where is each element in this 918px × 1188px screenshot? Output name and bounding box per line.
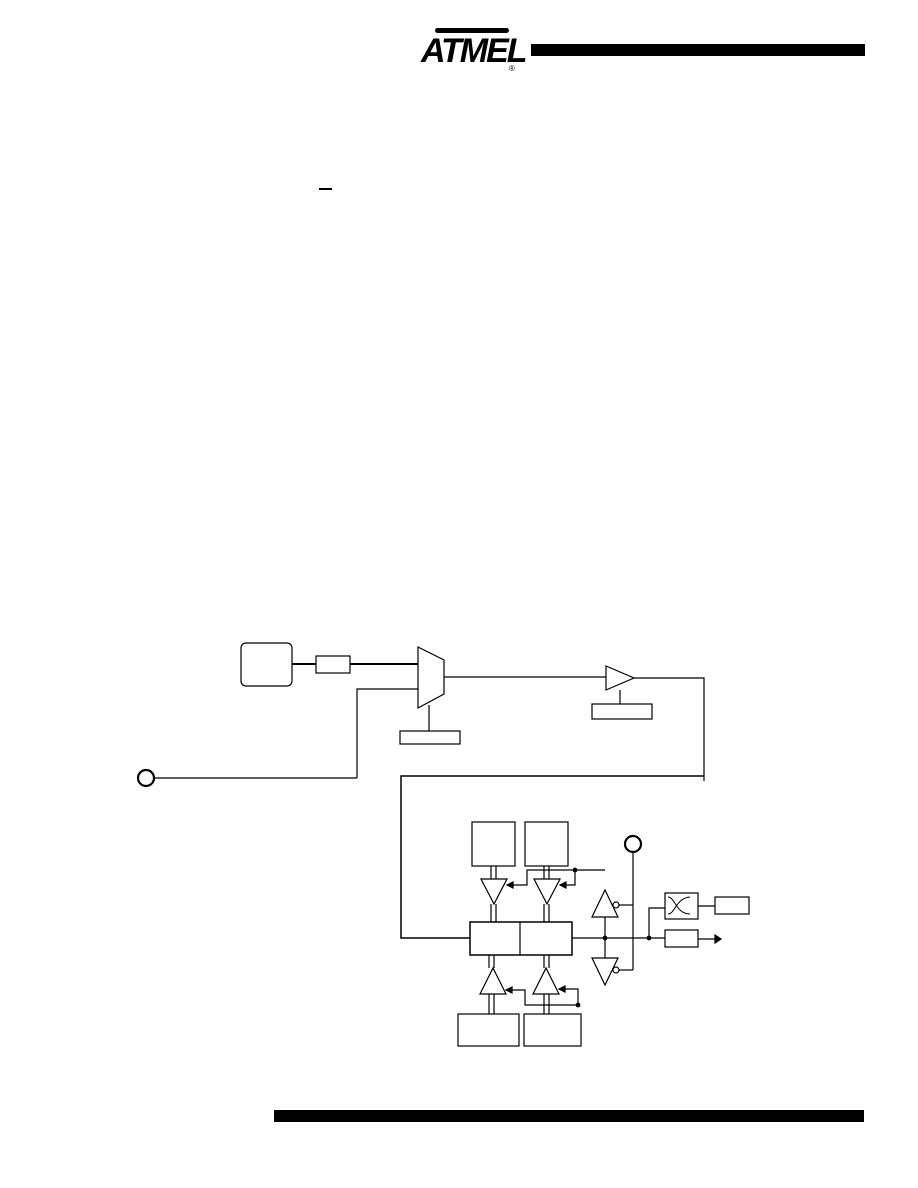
output-compare-register-b — [523, 1013, 582, 1047]
logo-swoosh — [435, 28, 509, 33]
control-pin — [623, 834, 643, 854]
ext-pin-to-mux-wire — [356, 688, 418, 778]
footer-bar — [274, 1110, 864, 1122]
atmel-logo: ATMEL ® — [421, 26, 528, 76]
upper-buffer-a — [480, 878, 508, 906]
lower-buffer-a — [479, 966, 507, 995]
compare-register-b — [524, 821, 569, 867]
edge-detector-block — [664, 892, 699, 920]
output-compare-register-a — [457, 1013, 520, 1047]
clock-to-counter-wire — [400, 775, 704, 939]
output-arrow — [714, 933, 723, 945]
buffer-control-register — [591, 703, 653, 720]
oscillator-block — [240, 642, 293, 687]
divider-block — [315, 655, 351, 674]
header-bar — [531, 44, 865, 56]
external-clock-pin — [136, 768, 156, 788]
lower-buffer-b — [532, 966, 560, 995]
upper-buffer-b — [533, 878, 561, 906]
clock-mux — [417, 646, 445, 710]
logo-registered-mark: ® — [509, 64, 515, 73]
compare-register-a — [471, 821, 516, 867]
buffer-out-wire — [634, 677, 705, 781]
output-latch-block — [664, 929, 699, 948]
flag-register — [714, 896, 750, 915]
mux-select-register — [399, 730, 461, 745]
counter-register — [469, 921, 573, 956]
overline-mark — [319, 188, 332, 190]
logo-text: ATMEL — [421, 32, 528, 70]
prescaler-buffer — [605, 665, 636, 691]
